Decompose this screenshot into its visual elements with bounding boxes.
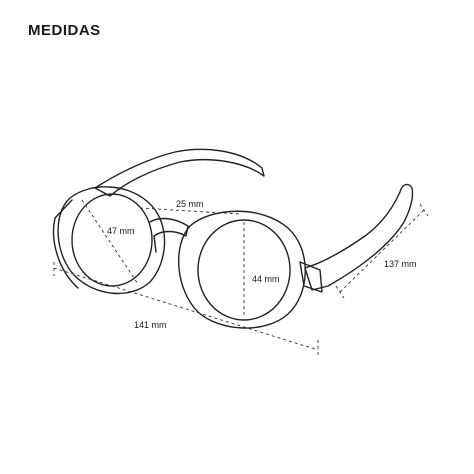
right-rim	[178, 210, 306, 329]
total-width-guide	[53, 267, 319, 351]
bridge-label: 25 mm	[176, 199, 204, 209]
temple-length-label: 137 mm	[384, 259, 417, 269]
page-title: MEDIDAS	[28, 22, 101, 39]
right-temple	[304, 183, 414, 291]
temple-length-guide	[339, 209, 425, 293]
lens-width-label: 47 mm	[107, 226, 135, 236]
total-width-label: 141 mm	[134, 320, 167, 330]
right-lens	[197, 219, 291, 321]
left-temple	[94, 148, 265, 197]
left-rim	[57, 186, 166, 295]
hinge-block	[299, 261, 323, 293]
lens-height-label: 44 mm	[252, 274, 280, 284]
bridge-guide	[139, 207, 241, 215]
bridge	[149, 217, 189, 237]
left-lens	[71, 193, 153, 287]
lens-width-guide	[81, 199, 139, 285]
